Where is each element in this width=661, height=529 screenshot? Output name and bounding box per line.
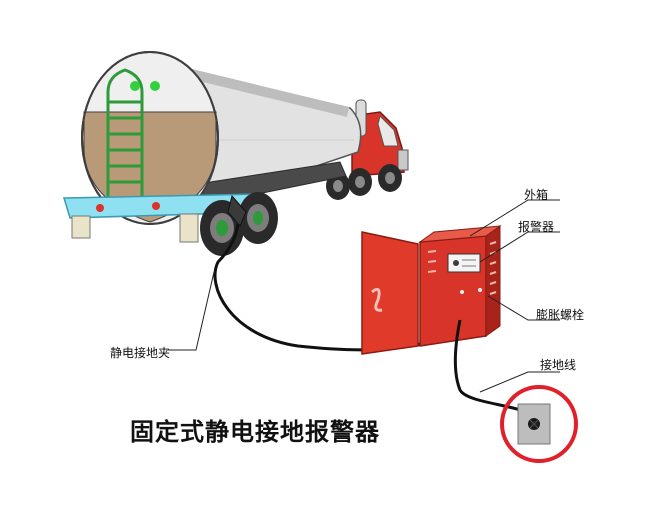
truck-cab [326,99,409,200]
highlight-circle [500,385,578,463]
leader-lines [168,199,560,393]
label-alarm: 报警器 [518,220,555,234]
label-outer-box: 外箱 [524,188,549,202]
label-ground-wire: 接地线 [540,358,577,372]
label-expansion-bolt: 膨胀螺栓 [536,308,585,322]
ground-wire [453,319,539,420]
tank-trailer [62,51,362,256]
alarm-cabinet [361,225,502,355]
label-static-clamp: 静电接地夹 [110,346,171,360]
ground-stake [517,403,551,445]
diagram-caption: 固定式静电接地报警器 [130,418,380,446]
